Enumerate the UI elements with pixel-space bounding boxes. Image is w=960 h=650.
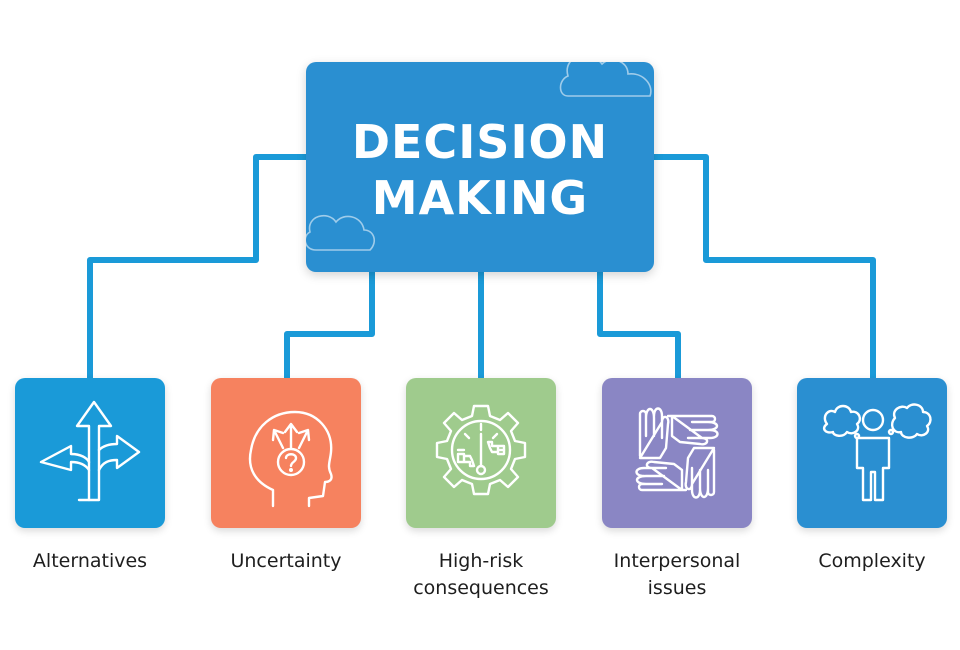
title-line-2: MAKING <box>371 171 589 225</box>
alternatives-label: Alternatives <box>0 548 190 575</box>
connector-interpersonal <box>597 269 681 381</box>
connector-alternatives <box>87 154 309 381</box>
cloud-decoration <box>306 62 652 251</box>
alternatives-card <box>15 378 165 528</box>
connector-uncertainty <box>284 269 375 381</box>
uncertainty-card <box>211 378 361 528</box>
split-arrows-icon <box>39 400 141 502</box>
head-question-icon <box>248 410 333 508</box>
connector-complexity <box>651 154 876 381</box>
decision-making-box: DECISION MAKING <box>306 62 654 272</box>
high-risk-card <box>406 378 556 528</box>
title-line-1: DECISION <box>351 115 609 169</box>
uncertainty-label: Uncertainty <box>186 548 386 575</box>
gear-gauge-icon <box>435 404 527 496</box>
factor-label-line-1: High-risk <box>438 550 524 572</box>
complexity-card <box>797 378 947 528</box>
page-title: DECISION MAKING <box>306 114 654 226</box>
factor-label-line-1: Alternatives <box>32 550 148 572</box>
factor-label-line-1: Complexity <box>818 550 926 572</box>
complexity-label: Complexity <box>772 548 960 575</box>
interpersonal-label: Interpersonal issues <box>577 548 777 602</box>
factor-label-line-2: issues <box>647 577 707 599</box>
factor-label-line-1: Interpersonal <box>613 550 741 572</box>
joined-hands-icon <box>635 407 719 499</box>
high-risk-label: High-risk consequences <box>381 548 581 602</box>
factor-label-line-1: Uncertainty <box>230 550 342 572</box>
person-thought-clouds-icon <box>822 403 932 502</box>
interpersonal-card <box>602 378 752 528</box>
factor-label-line-2: consequences <box>413 577 549 599</box>
